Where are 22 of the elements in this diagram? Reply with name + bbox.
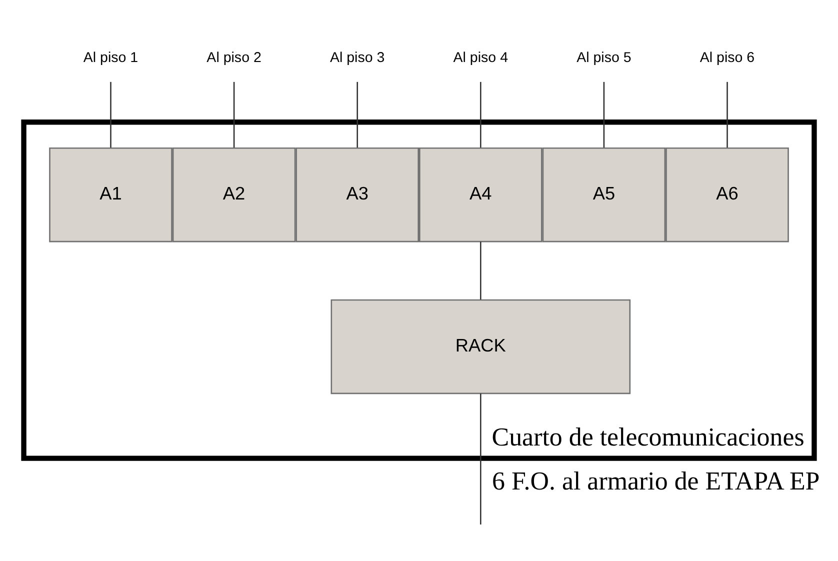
node-text: Al piso 1 bbox=[83, 50, 138, 66]
node-box: A1 bbox=[49, 147, 172, 242]
node-box: A5 bbox=[542, 147, 666, 242]
connector bbox=[480, 393, 482, 524]
node-box: A2 bbox=[172, 147, 296, 242]
node-text: Al piso 4 bbox=[453, 50, 508, 66]
connector bbox=[480, 82, 482, 148]
connector bbox=[356, 82, 358, 148]
node-box: A4 bbox=[419, 147, 542, 242]
edge-label: 6 F.O. al armario de ETAPA EP bbox=[492, 466, 820, 496]
node-text: Al piso 6 bbox=[700, 50, 755, 66]
node-text: Al piso 2 bbox=[206, 50, 262, 66]
connector bbox=[110, 82, 112, 148]
node-text: Al piso 3 bbox=[330, 50, 385, 66]
node-box: RACK bbox=[330, 299, 631, 394]
node-box: A3 bbox=[296, 147, 419, 242]
node-text: Al piso 5 bbox=[576, 50, 632, 66]
node-box: A6 bbox=[666, 147, 789, 242]
connector bbox=[480, 242, 482, 300]
connector bbox=[603, 82, 605, 148]
connector bbox=[233, 82, 235, 148]
connector bbox=[726, 82, 728, 148]
